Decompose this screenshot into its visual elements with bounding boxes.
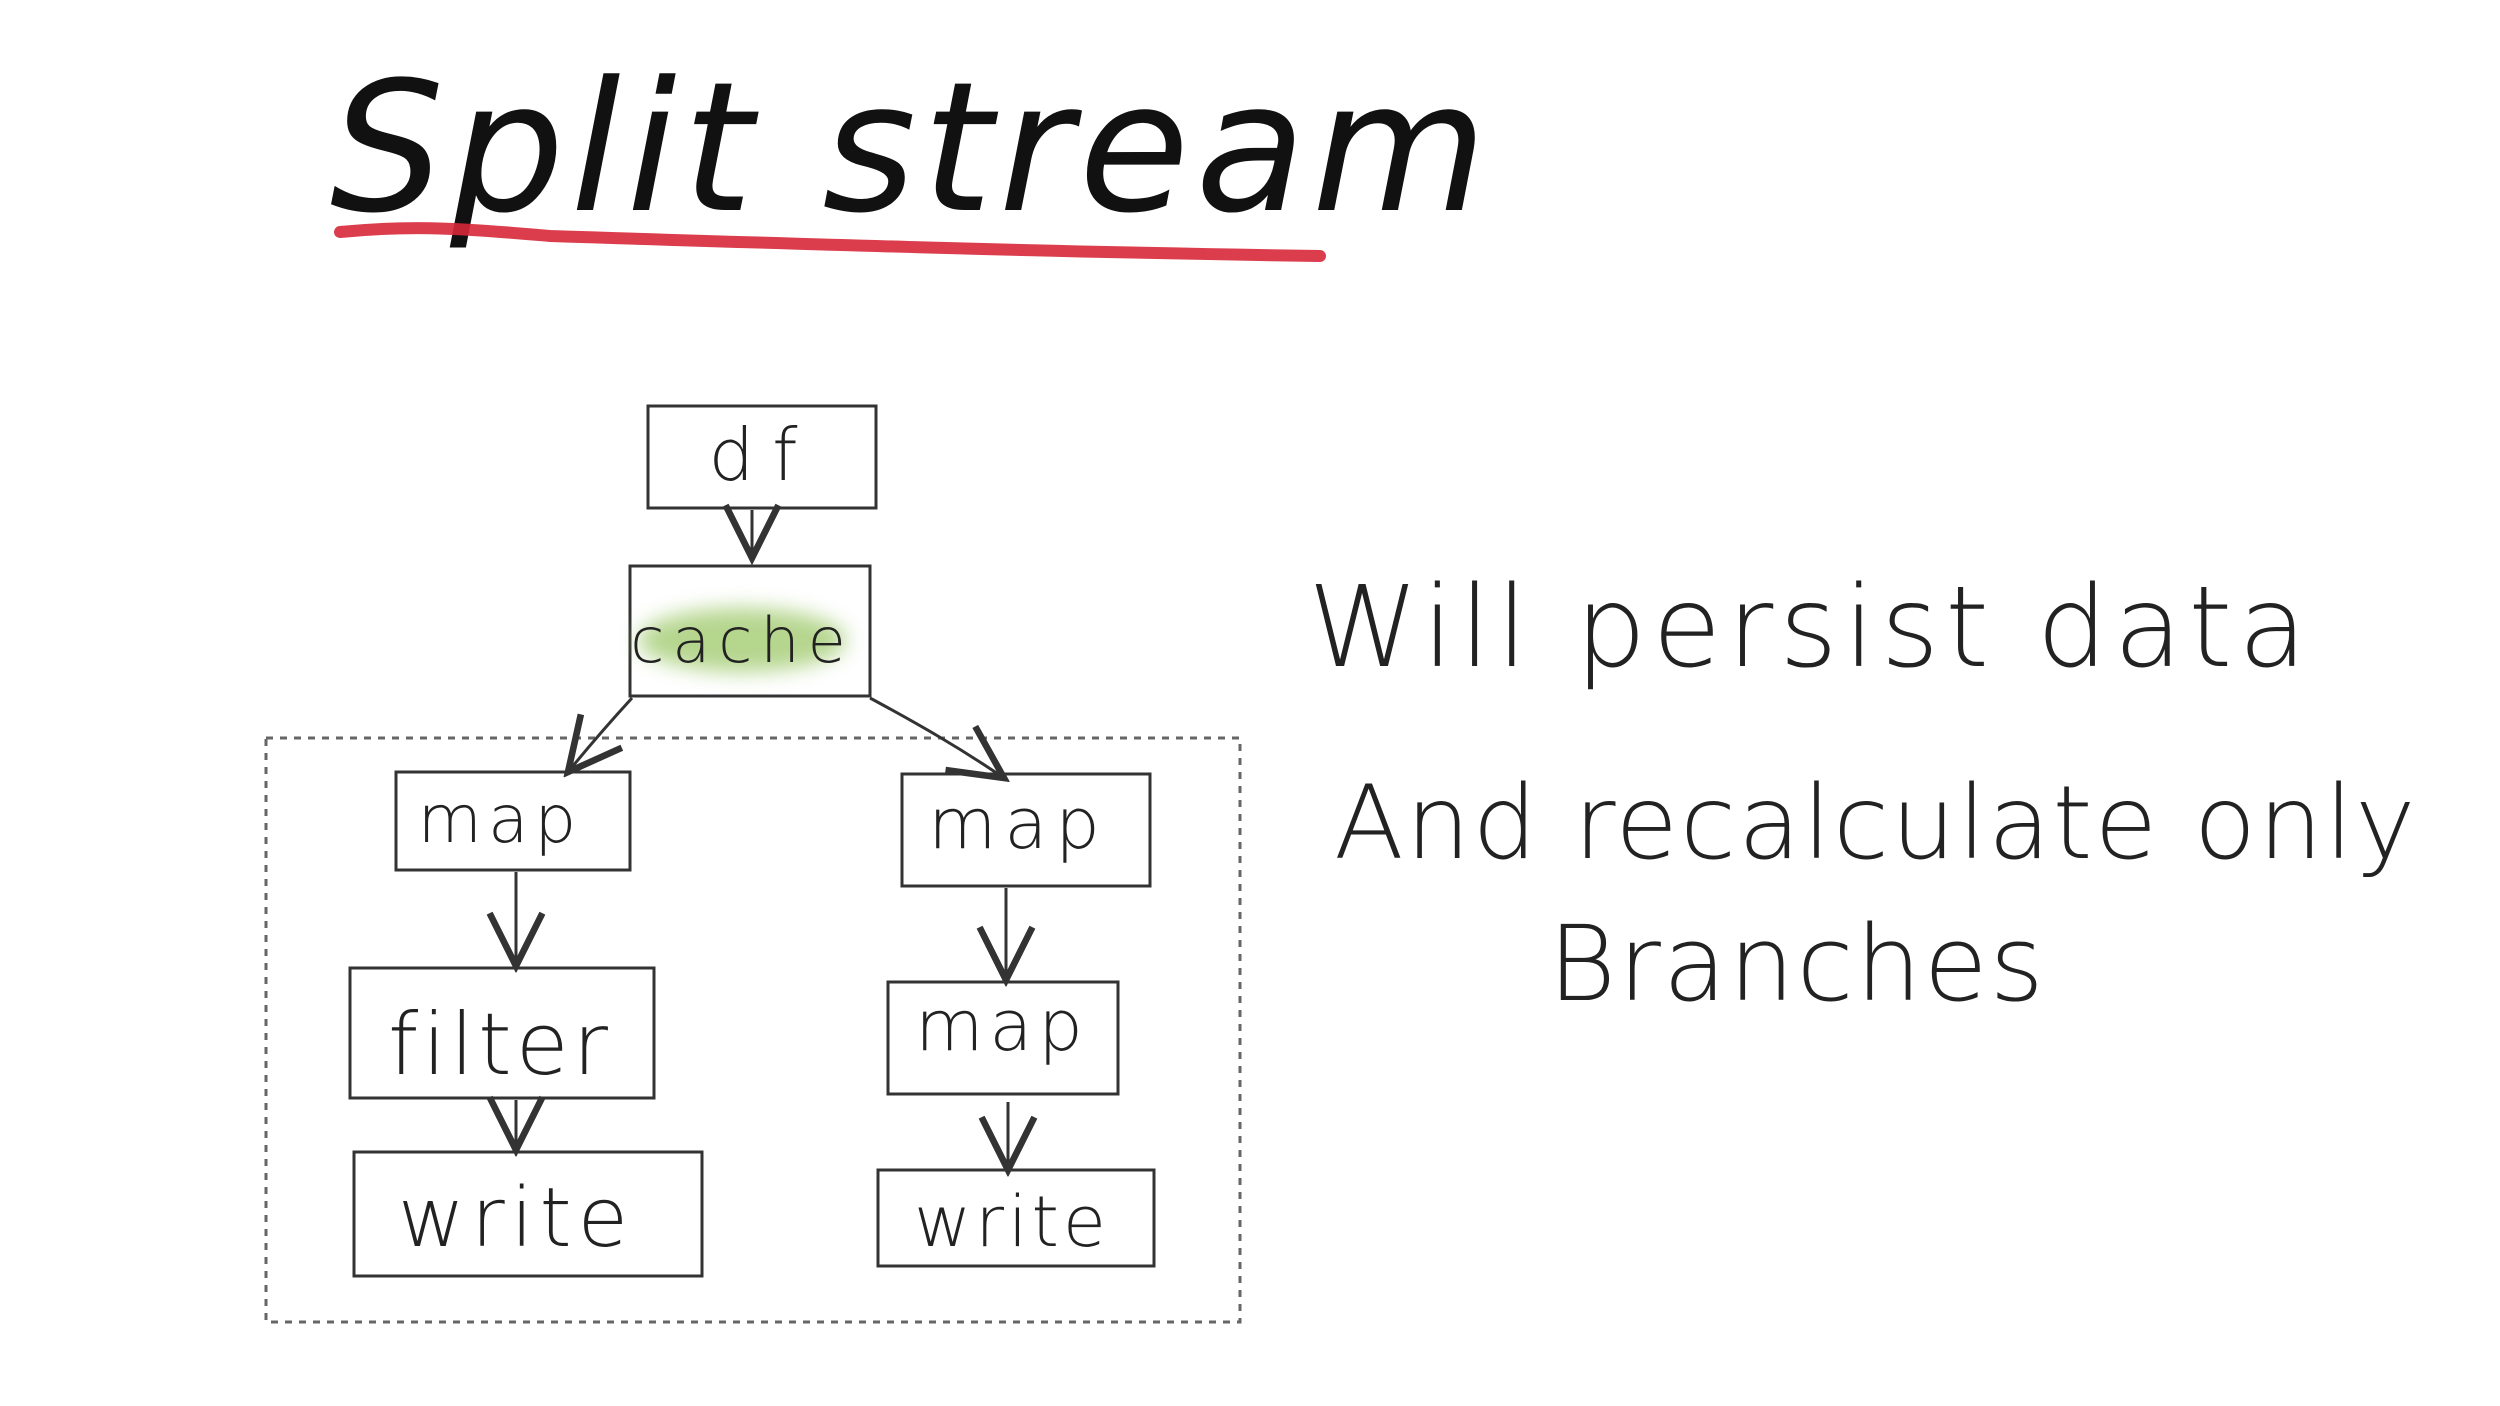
node-left-write-label: write bbox=[398, 1171, 634, 1266]
node-df-label: df bbox=[708, 413, 815, 497]
node-right-write: write bbox=[876, 1168, 1156, 1268]
arrow-cache-right bbox=[869, 696, 1004, 778]
node-right-map-2-label: map bbox=[915, 985, 1089, 1067]
node-left-map-label: map bbox=[418, 781, 583, 858]
node-right-map-1: map bbox=[900, 772, 1152, 888]
note-line-2: And recalculate only bbox=[1334, 764, 2417, 883]
node-left-map: map bbox=[394, 770, 632, 872]
arrow-cache-left bbox=[568, 696, 634, 772]
node-cache-label: cache bbox=[630, 604, 854, 677]
branches-group bbox=[264, 736, 1242, 1324]
node-right-map-2: map bbox=[886, 980, 1120, 1096]
note-line-3: Branches bbox=[1548, 903, 2046, 1025]
node-left-filter: filter bbox=[348, 966, 656, 1100]
cache-highlight bbox=[638, 608, 846, 672]
page-title: Split stream bbox=[330, 44, 1493, 253]
note-line-1: Will persist data bbox=[1308, 563, 2313, 693]
title-underline bbox=[334, 222, 1326, 262]
node-right-write-label: write bbox=[914, 1181, 1110, 1263]
node-cache: cache bbox=[628, 564, 872, 698]
node-df: df bbox=[646, 404, 878, 510]
node-left-write: write bbox=[352, 1150, 704, 1278]
node-left-filter-label: filter bbox=[388, 995, 612, 1095]
node-right-map-1-label: map bbox=[928, 783, 1108, 865]
